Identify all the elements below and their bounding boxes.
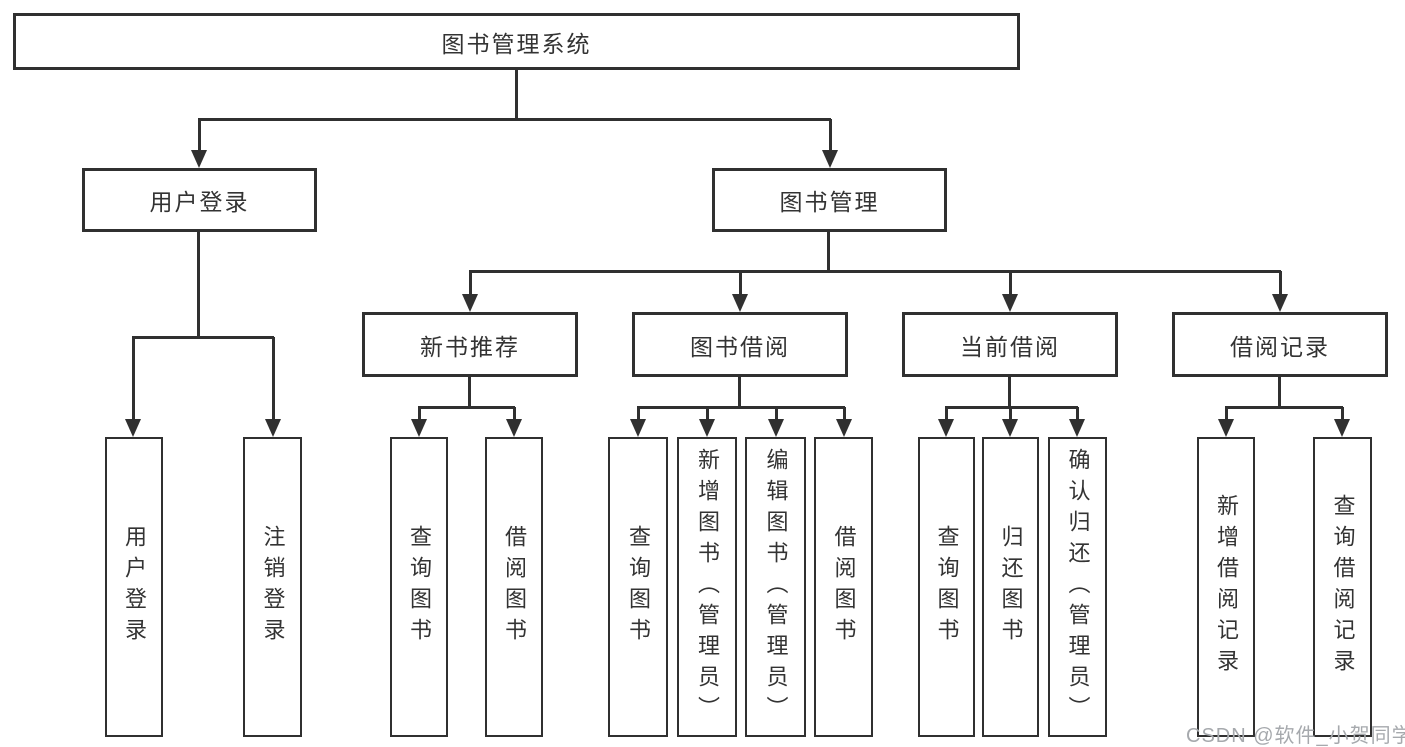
leaf-user-login: 用户登录 xyxy=(105,437,163,737)
leaf-edit-books-admin: 编辑图书（管理员） xyxy=(745,437,806,737)
leaf-logout: 注销登录 xyxy=(243,437,302,737)
leaf-label: 借阅图书 xyxy=(831,525,857,649)
arrow-down-icon xyxy=(191,150,207,168)
leaf-borrow-books-recommend: 借阅图书 xyxy=(485,437,543,737)
node-new-book-recommendation: 新书推荐 xyxy=(362,312,578,377)
arrow-down-icon xyxy=(630,419,646,437)
arrow-down-icon xyxy=(836,419,852,437)
connector-arrow-shaft xyxy=(828,119,832,151)
node-label: 图书管理 xyxy=(779,189,880,215)
node-book-management: 图书管理 xyxy=(712,168,947,232)
leaf-label: 借阅图书 xyxy=(502,525,527,649)
node-book-borrowing: 图书借阅 xyxy=(632,312,848,377)
connector-line-vertical xyxy=(514,70,518,120)
arrow-down-icon xyxy=(822,150,838,168)
leaf-label: 确认归还（管理员） xyxy=(1065,447,1091,727)
connector-arrow-shaft xyxy=(944,407,948,420)
node-label: 图书借阅 xyxy=(690,333,790,360)
connector-arrow-shaft xyxy=(468,271,472,295)
connector-line-vertical xyxy=(1007,377,1011,409)
node-label: 借阅记录 xyxy=(1230,333,1330,360)
arrow-down-icon xyxy=(938,419,954,437)
leaf-borrow-books-borrowing: 借阅图书 xyxy=(814,437,873,737)
leaf-add-borrow-record: 新增借阅记录 xyxy=(1197,437,1255,737)
arrow-down-icon xyxy=(462,294,478,312)
leaf-label: 查询借阅记录 xyxy=(1330,494,1356,680)
connector-line-vertical xyxy=(467,377,471,409)
leaf-query-books-current: 查询图书 xyxy=(918,437,975,737)
connector-arrow-shaft xyxy=(705,407,709,420)
connector-line-horizontal xyxy=(198,117,831,121)
csdn-watermark: CSDN @软件_小贺同学 xyxy=(1186,725,1405,747)
connector-arrow-shaft xyxy=(774,407,778,420)
connector-line-horizontal xyxy=(418,405,515,409)
leaf-label: 新增图书（管理员） xyxy=(695,447,720,727)
arrow-down-icon xyxy=(125,419,141,437)
leaf-query-borrow-record: 查询借阅记录 xyxy=(1313,437,1372,737)
arrow-down-icon xyxy=(1069,419,1085,437)
connector-line-vertical xyxy=(737,377,741,409)
connector-arrow-shaft xyxy=(1278,271,1282,295)
connector-arrow-shaft xyxy=(417,407,421,420)
leaf-query-books-borrowing: 查询图书 xyxy=(608,437,668,737)
connector-arrow-shaft xyxy=(131,337,135,420)
arrow-down-icon xyxy=(1334,419,1350,437)
node-user-login: 用户登录 xyxy=(82,168,317,232)
connector-arrow-shaft xyxy=(636,407,640,420)
connector-arrow-shaft xyxy=(842,407,846,420)
connector-arrow-shaft xyxy=(1075,407,1079,420)
connector-arrow-shaft xyxy=(512,407,516,420)
arrow-down-icon xyxy=(1002,294,1018,312)
leaf-label: 查询图书 xyxy=(407,525,432,649)
node-label: 图书管理系统 xyxy=(441,30,592,57)
connector-line-horizontal xyxy=(132,335,274,339)
leaf-add-books-admin: 新增图书（管理员） xyxy=(677,437,737,737)
node-borrowing-records: 借阅记录 xyxy=(1172,312,1388,377)
leaf-query-books-recommend: 查询图书 xyxy=(390,437,448,737)
connector-arrow-shaft xyxy=(1008,271,1012,295)
arrow-down-icon xyxy=(411,419,427,437)
connector-line-horizontal xyxy=(469,269,1281,273)
arrow-down-icon xyxy=(265,419,281,437)
leaf-label: 注销登录 xyxy=(260,525,286,649)
connector-arrow-shaft xyxy=(1224,407,1228,420)
arrow-down-icon xyxy=(1218,419,1234,437)
connector-arrow-shaft xyxy=(738,271,742,295)
arrow-down-icon xyxy=(699,419,715,437)
node-label: 当前借阅 xyxy=(960,333,1060,360)
connector-line-horizontal xyxy=(1225,405,1343,409)
connector-line-vertical xyxy=(1277,377,1281,409)
node-library-management-system: 图书管理系统 xyxy=(13,13,1020,70)
leaf-label: 用户登录 xyxy=(122,525,147,649)
arrow-down-icon xyxy=(506,419,522,437)
leaf-label: 新增借阅记录 xyxy=(1214,494,1239,680)
arrow-down-icon xyxy=(1272,294,1288,312)
arrow-down-icon xyxy=(768,419,784,437)
connector-arrow-shaft xyxy=(1008,407,1012,420)
node-current-borrowing: 当前借阅 xyxy=(902,312,1118,377)
leaf-label: 归还图书 xyxy=(998,525,1024,649)
connector-line-horizontal xyxy=(637,405,845,409)
leaf-label: 查询图书 xyxy=(934,525,960,649)
arrow-down-icon xyxy=(1002,419,1018,437)
node-label: 用户登录 xyxy=(149,189,250,215)
connector-arrow-shaft xyxy=(1340,407,1344,420)
connector-line-horizontal xyxy=(945,405,1078,409)
arrow-down-icon xyxy=(732,294,748,312)
leaf-confirm-return-admin: 确认归还（管理员） xyxy=(1048,437,1107,737)
leaf-return-books: 归还图书 xyxy=(982,437,1039,737)
leaf-label: 编辑图书（管理员） xyxy=(763,447,789,727)
leaf-label: 查询图书 xyxy=(626,525,651,649)
connector-arrow-shaft xyxy=(197,119,201,151)
node-label: 新书推荐 xyxy=(420,333,520,360)
connector-line-vertical xyxy=(826,232,830,273)
connector-arrow-shaft xyxy=(271,337,275,420)
connector-line-vertical xyxy=(196,232,200,338)
